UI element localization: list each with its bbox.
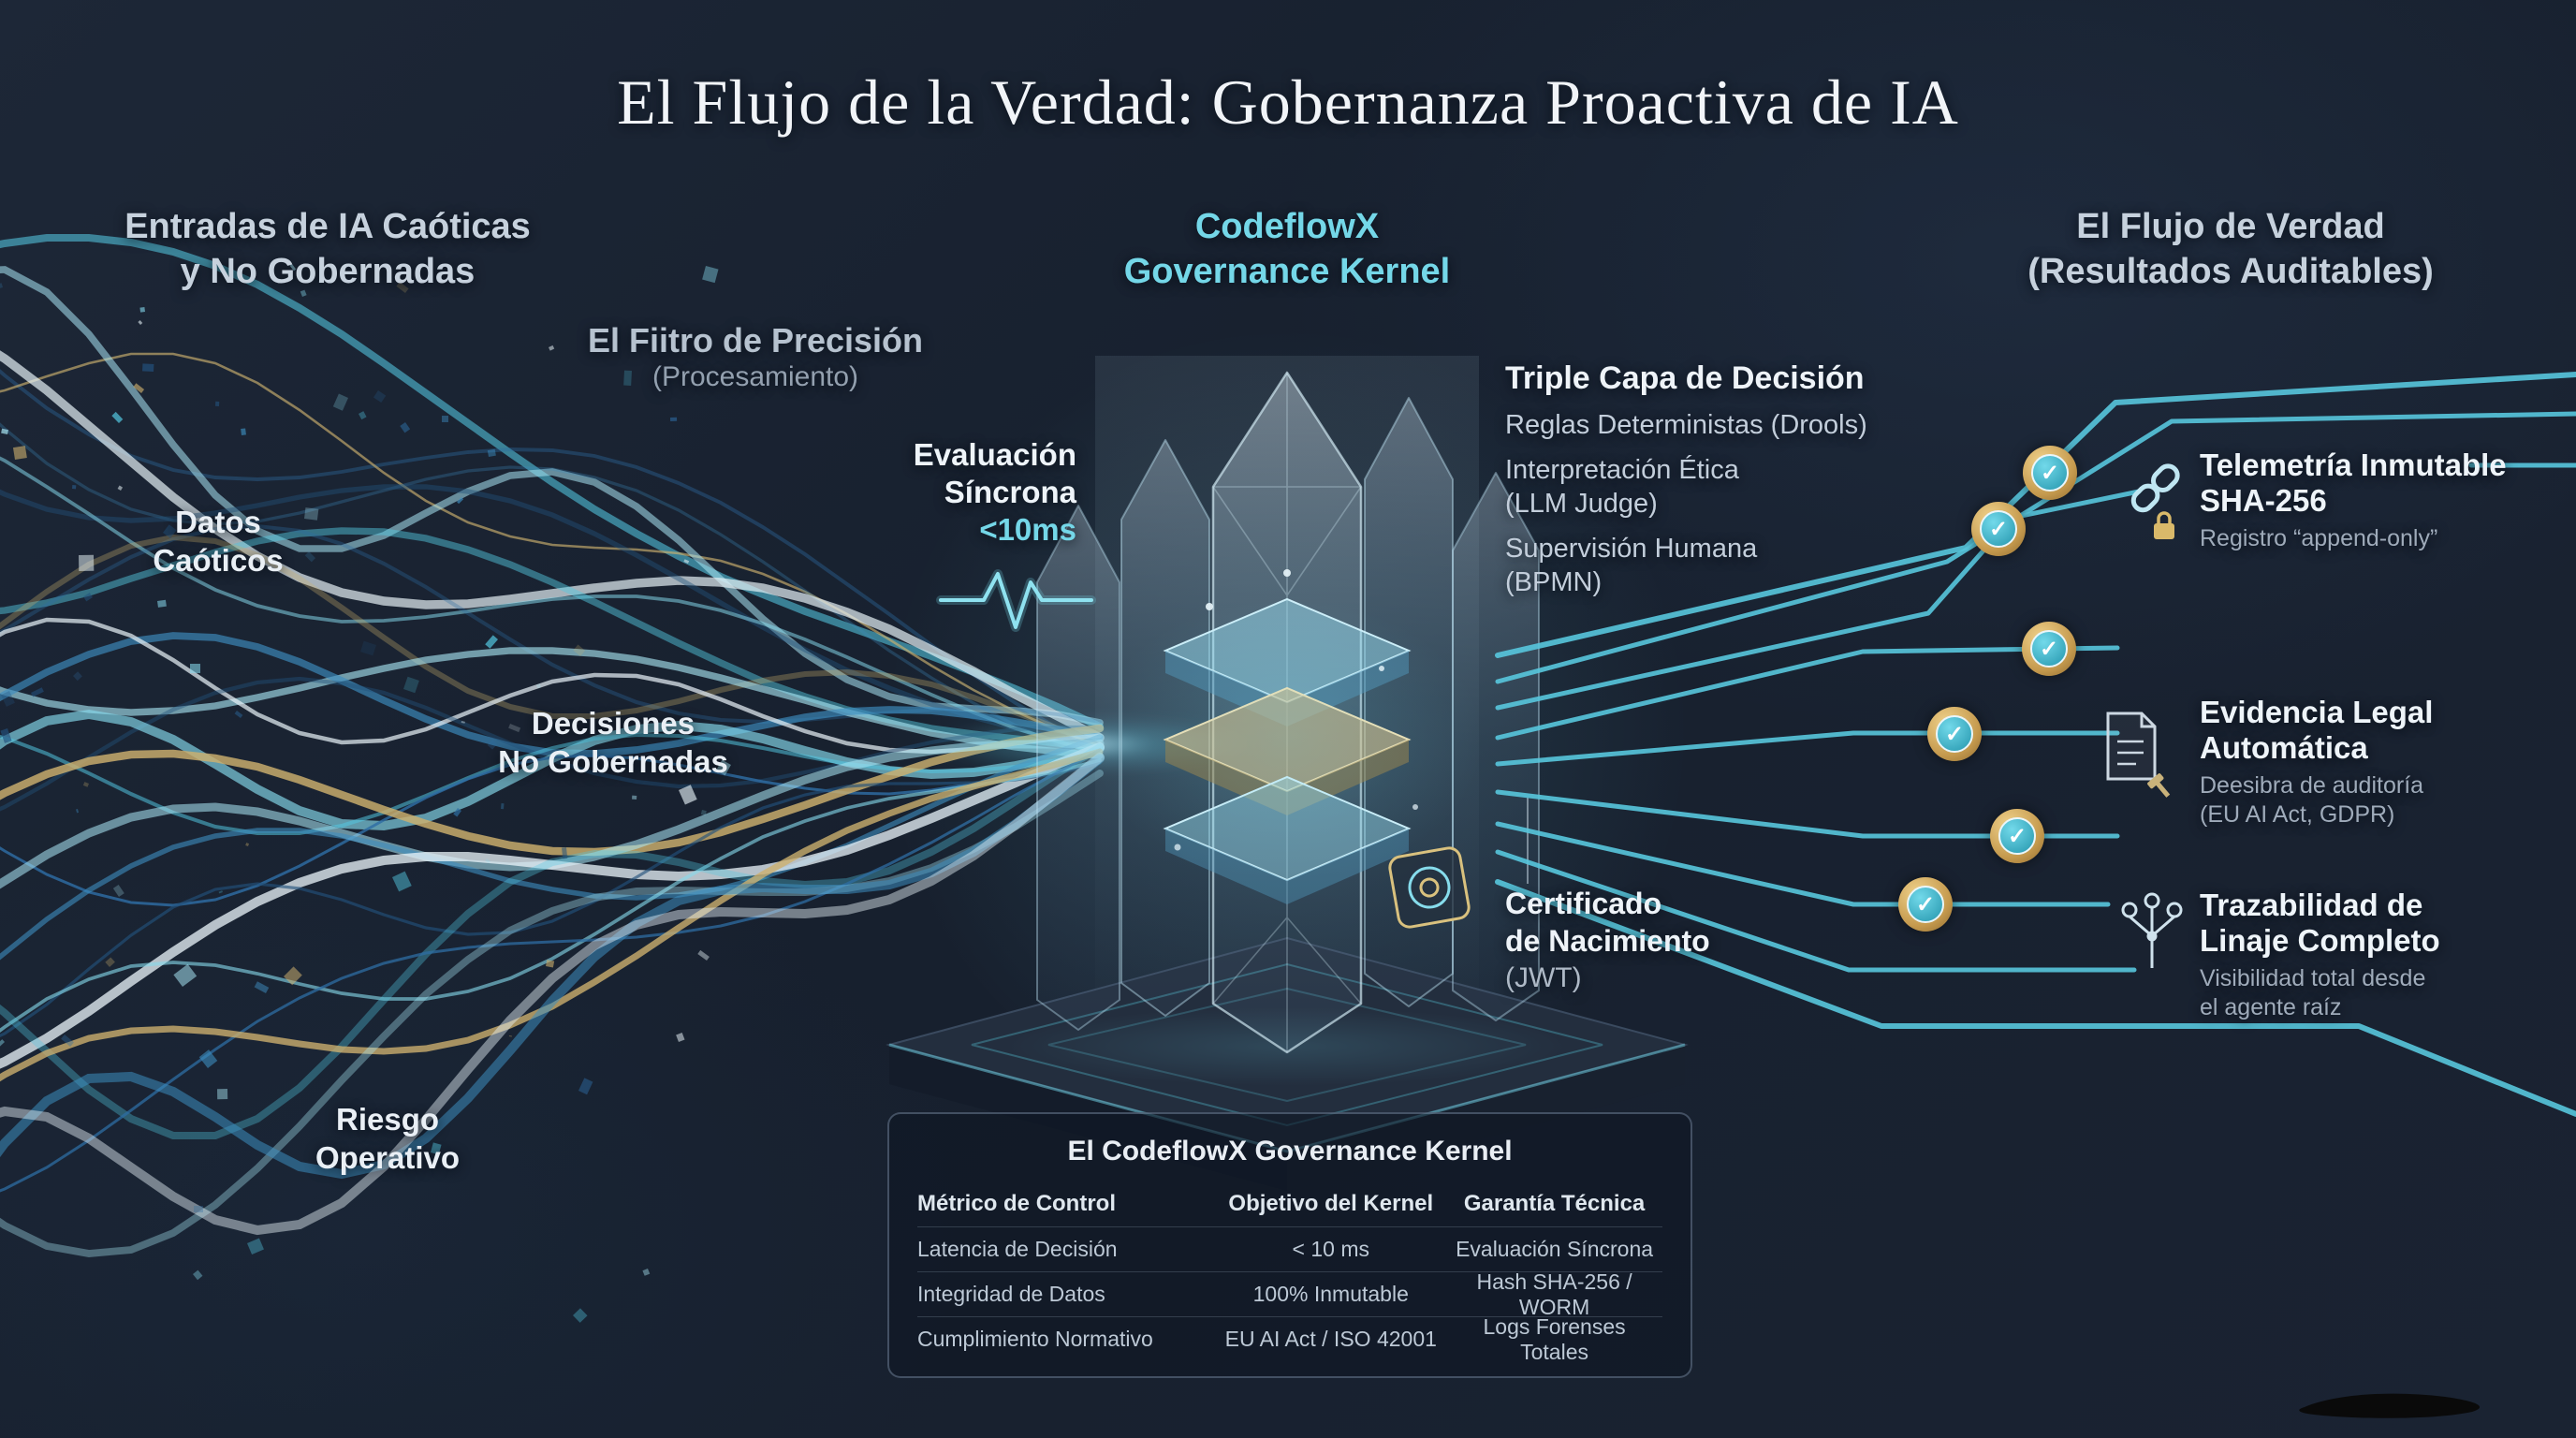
cell: Logs Forenses Totales (1483, 1313, 1626, 1364)
verified-badge: ✓ (1966, 496, 2031, 562)
decision-layer-rules: Reglas Deterministas (Drools) (1505, 410, 1867, 440)
filter-subtitle: (Procesamiento) (651, 361, 859, 392)
decision-layers-block: Triple Capa de Decisión Reglas Determini… (1505, 360, 1945, 610)
kernel-spec-table: El CodeflowX Governance Kernel Métrico d… (887, 1112, 1692, 1378)
certificate-line1: Certificado (1505, 887, 1662, 920)
ethics-line1: Interpretación Ética (1505, 455, 1739, 485)
section-header-inputs: Entradas de IA Caóticas y No Gobernadas (47, 204, 608, 294)
ungoverned-line1: Decisiones (531, 706, 695, 741)
birth-certificate-label: Certificado de Nacimiento (JWT) (1505, 885, 1823, 997)
table-header-objective: Objetivo del Kernel (1228, 1191, 1434, 1216)
lineage-desc: Visibilidad total desde el agente raíz (2200, 964, 2565, 1022)
ungoverned-line2: No Gobernadas (498, 744, 728, 779)
decision-layer-ethics: Interpretación Ética (LLM Judge) (1505, 453, 1945, 521)
verified-badge: ✓ (1893, 872, 1958, 937)
lineage-icon (2121, 892, 2183, 968)
lineage-title2: Linaje Completo (2200, 923, 2440, 958)
legal-title2: Automática (2200, 730, 2368, 765)
kernel-decision-layers (1090, 597, 1484, 904)
evaluation-value: <10ms (979, 512, 1076, 547)
section-header-kernel: CodeflowX Governance Kernel (1006, 204, 1568, 294)
risk-line1: Riesgo (335, 1102, 440, 1137)
inputs-header-line2: y No Gobernadas (180, 252, 476, 291)
page-title: El Flujo de la Verdad: Gobernanza Proact… (617, 66, 1959, 138)
label-chaotic-data: Datos Caóticos (78, 503, 359, 580)
ethics-line2: (LLM Judge) (1505, 489, 1658, 519)
certificate-line2: de Nacimiento (1505, 924, 1710, 958)
table-row-compliance: Cumplimiento Normativo EU AI Act / ISO 4… (917, 1314, 1662, 1364)
cell: Hash SHA-256 / WORM (1476, 1269, 1632, 1319)
cell: EU AI Act / ISO 42001 (1224, 1327, 1437, 1351)
certificate-line3: (JWT) (1505, 962, 1582, 993)
telemetry-desc: Registro “append-only” (2200, 525, 2438, 551)
verified-badge: ✓ (2016, 616, 2082, 682)
sparkles-art (1174, 569, 1418, 851)
cell: Cumplimiento Normativo (917, 1327, 1153, 1351)
chaotic-data-line2: Caóticos (153, 543, 284, 578)
section-header-outputs: El Flujo de Verdad (Resultados Auditable… (1950, 204, 2511, 294)
lineage-title1: Trazabilidad de (2200, 888, 2423, 922)
lineage-desc-line1: Visibilidad total desde (2200, 965, 2426, 991)
jwt-seal-icon (1388, 846, 1471, 929)
check-icon: ✓ (1980, 510, 2017, 548)
check-icon: ✓ (1998, 817, 2036, 855)
check-icon: ✓ (2030, 630, 2068, 668)
table-header-metric: Métrico de Control (917, 1191, 1117, 1216)
chaotic-data-line1: Datos (175, 505, 261, 539)
table-title: El CodeflowX Governance Kernel (1067, 1136, 1513, 1167)
cell: Latencia de Decisión (917, 1237, 1118, 1261)
table-row-latency: Latencia de Decisión < 10 ms Evaluación … (917, 1226, 1662, 1271)
legal-document-icon (2106, 712, 2171, 798)
inputs-header-line1: Entradas de IA Caóticas (124, 207, 531, 246)
legal-desc-line2: (EU AI Act, GDPR) (2200, 801, 2395, 828)
label-operational-risk: Riesgo Operativo (247, 1100, 528, 1177)
legal-desc-line1: Deesibra de auditoría (2200, 772, 2424, 799)
table-header-guarantee: Garantía Técnica (1463, 1191, 1646, 1216)
evaluation-line1: Evaluación (913, 437, 1076, 472)
table-row-integrity: Integridad de Datos 100% Inmutable Hash … (917, 1269, 1662, 1319)
truth-flow-lines (1495, 372, 2576, 1117)
cell: 100% Inmutable (1252, 1282, 1409, 1306)
cell: Evaluación Síncrona (1456, 1237, 1654, 1261)
filter-title: El Fiitro de Precisión (587, 321, 924, 360)
outputs-header-line2: (Resultados Auditables) (2027, 252, 2434, 291)
decision-layer-human: Supervisión Humana (BPMN) (1505, 532, 1945, 599)
output-telemetry: Telemetría Inmutable SHA-256 Registro “a… (2200, 448, 2555, 553)
chain-icon (2130, 463, 2180, 539)
cell: < 10 ms (1292, 1237, 1369, 1261)
lineage-desc-line2: el agente raíz (2200, 994, 2342, 1020)
verified-badge: ✓ (1984, 803, 2050, 869)
output-legal-evidence: Evidencia Legal Automática Deesibra de a… (2200, 695, 2565, 829)
risk-line2: Operativo (315, 1140, 461, 1175)
human-line1: Supervisión Humana (1505, 534, 1758, 564)
kernel-header-line2: Governance Kernel (1123, 252, 1451, 291)
output-lineage: Trazabilidad de Linaje Completo Visibili… (2200, 888, 2565, 1022)
evaluation-line2: Síncrona (944, 475, 1076, 509)
verified-badge: ✓ (2017, 440, 2083, 506)
check-icon: ✓ (2031, 454, 2069, 492)
verified-badge: ✓ (1922, 701, 1987, 767)
table-header-row: Métrico de Control Objetivo del Kernel G… (917, 1181, 1662, 1226)
human-line2: (BPMN) (1505, 567, 1603, 597)
decision-layers-title: Triple Capa de Decisión (1505, 360, 1865, 396)
pulse-icon (936, 569, 1096, 632)
telemetry-title1: Telemetría Inmutable (2200, 448, 2507, 482)
telemetry-title2: SHA-256 (2200, 483, 2327, 518)
label-ungoverned-decisions: Decisiones No Gobernadas (426, 704, 800, 781)
legal-desc: Deesibra de auditoría (EU AI Act, GDPR) (2200, 771, 2565, 829)
kernel-header-line1: CodeflowX (1194, 207, 1380, 246)
sync-evaluation-label: Evaluación Síncrona <10ms (805, 436, 1076, 549)
outputs-header-line1: El Flujo de Verdad (2076, 207, 2385, 246)
gavel-icon (2147, 773, 2171, 798)
lock-icon (2154, 511, 2174, 539)
check-icon: ✓ (1936, 715, 1973, 753)
precision-filter-label: El Fiitro de Precisión (Procesamiento) (521, 320, 989, 393)
legal-title1: Evidencia Legal (2200, 695, 2434, 729)
marker-scribble (2299, 1393, 2481, 1418)
cell: Integridad de Datos (917, 1282, 1105, 1306)
check-icon: ✓ (1907, 886, 1944, 923)
